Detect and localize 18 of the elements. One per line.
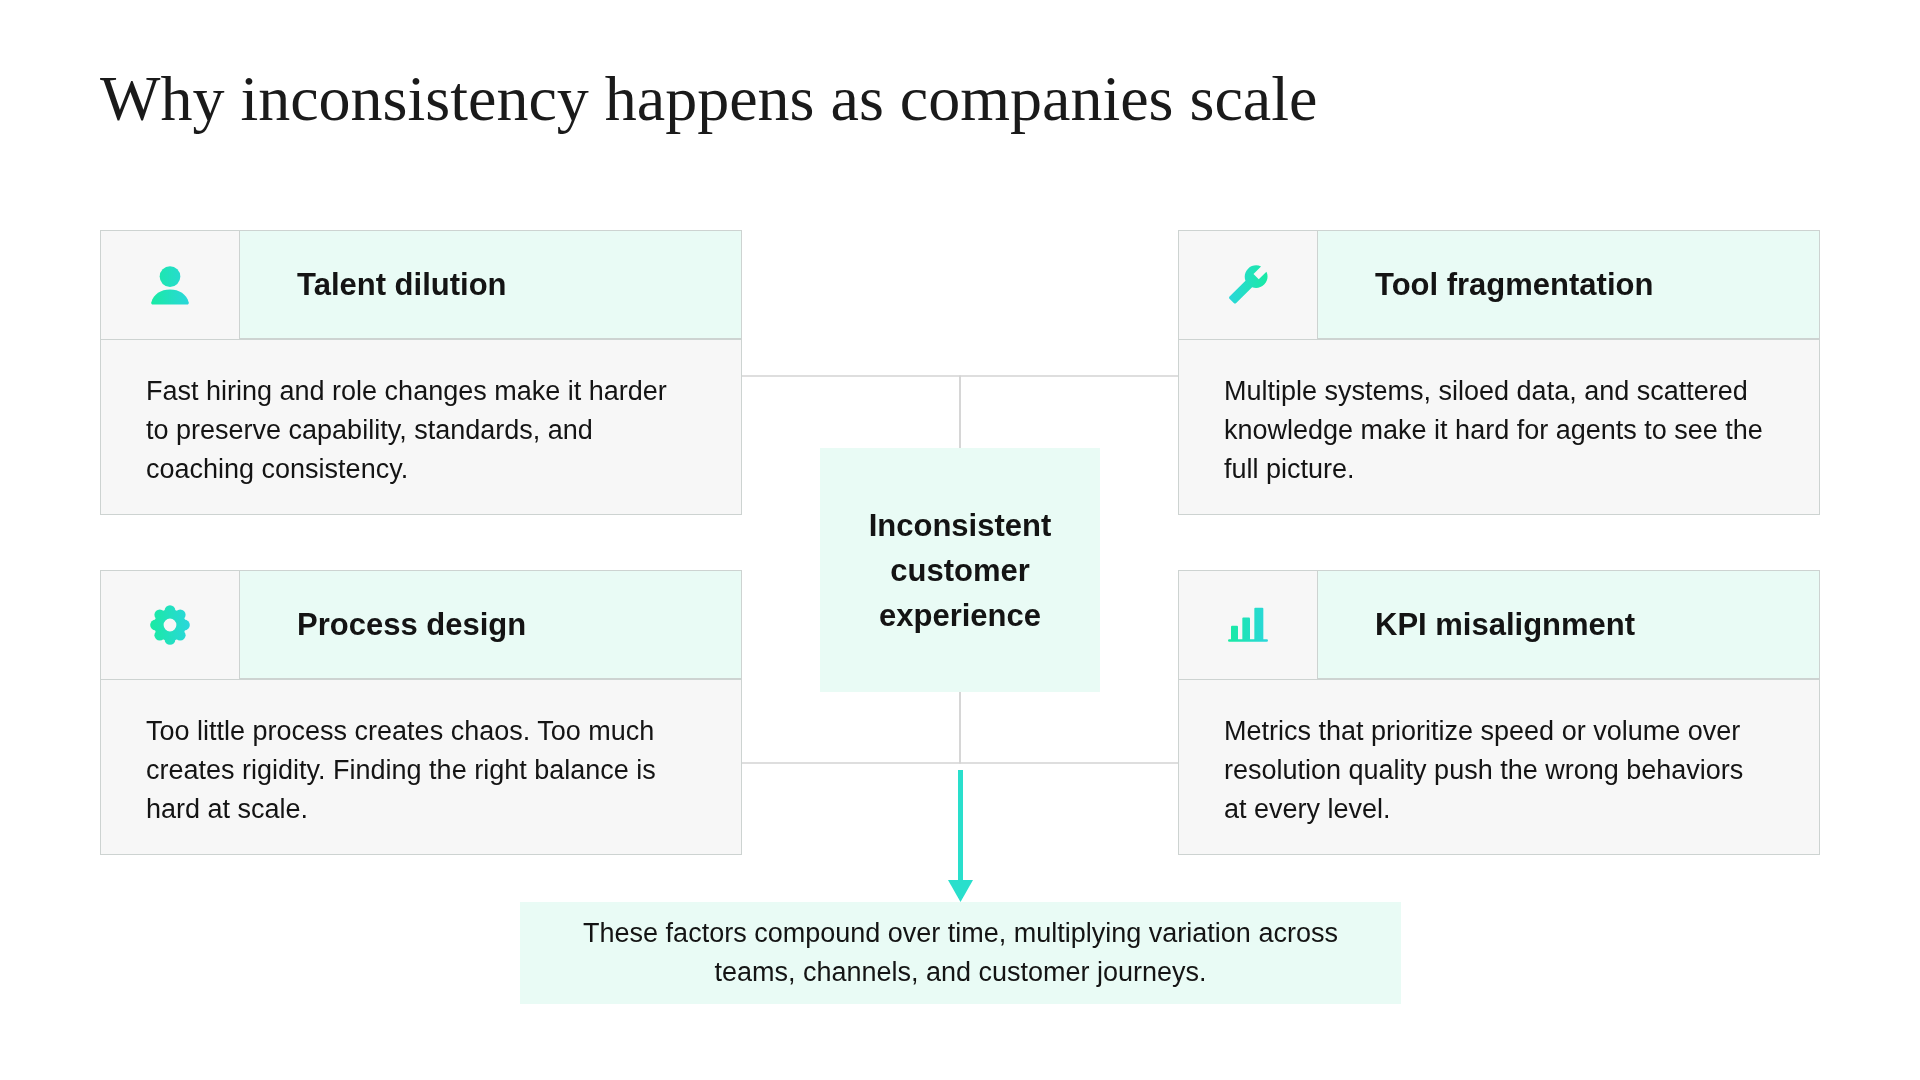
arrow xyxy=(948,770,973,902)
card-description: Metrics that prioritize speed or volume over resolution quality push the wrong behaviors at every level. xyxy=(1224,715,1745,826)
card-description: Too little process creates chaos. Too much creates rigidity. Finding the right balance is hard at scale. xyxy=(146,715,657,826)
connector-line xyxy=(959,375,1179,449)
card-title: KPI misalignment xyxy=(1317,571,1819,679)
factor-card xyxy=(1178,570,1820,855)
card-title: Process design xyxy=(239,571,741,679)
card-description: Fast hiring and role changes make it harder to preserve capability, standards, and coaching consistency. xyxy=(146,375,668,486)
page-title: Why inconsistency happens as companies scale xyxy=(100,62,1318,136)
summary-box: These factors compound over time, multiplying variation across teams, channels, and customer journeys. xyxy=(520,902,1401,1004)
factor-card xyxy=(100,230,742,515)
factor-card xyxy=(100,570,742,855)
center-box: Inconsistent customer experience xyxy=(820,448,1100,692)
card-title: Tool fragmentation xyxy=(1317,231,1819,339)
factor-card xyxy=(1178,230,1820,515)
connector-line xyxy=(959,691,1179,764)
card-title: Talent dilution xyxy=(239,231,741,339)
card-description: Multiple systems, siloed data, and scattered knowledge make it hard for agents to see the full picture. xyxy=(1224,375,1764,486)
